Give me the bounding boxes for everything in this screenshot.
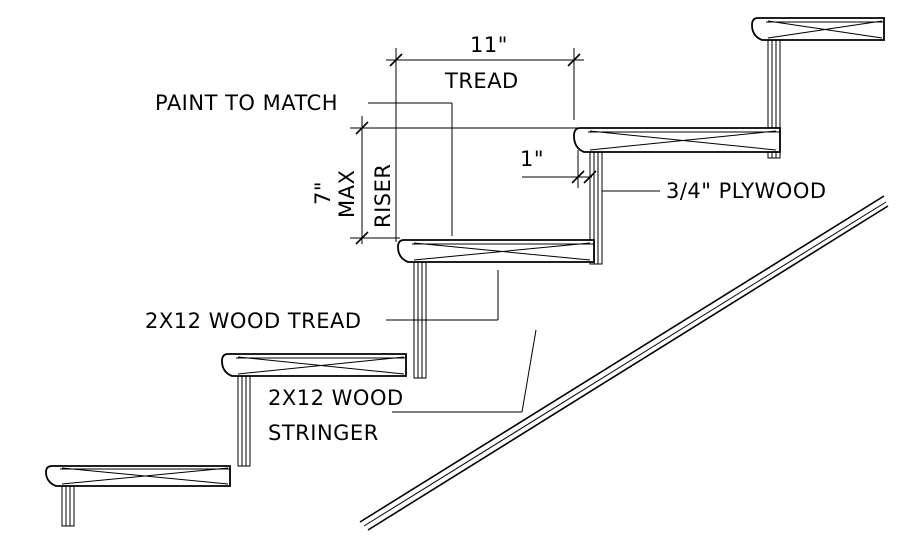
plywood-label: 3/4" PLYWOOD xyxy=(666,179,827,203)
riser-label: RISER xyxy=(371,164,395,228)
stringer-label-line2: STRINGER xyxy=(268,421,379,445)
nosing-dim-label: 1" xyxy=(520,147,544,171)
max-label: MAX xyxy=(335,170,359,218)
nosing-dimension: 1" xyxy=(520,147,597,188)
wood-tread-leader: 2X12 WOOD TREAD xyxy=(145,270,499,333)
tread-5 xyxy=(751,17,885,41)
riser-dim-label: 7" xyxy=(311,181,335,205)
tread-label: TREAD xyxy=(444,69,519,93)
tread-4 xyxy=(573,127,781,153)
plywood-leader: 3/4" PLYWOOD xyxy=(602,179,827,203)
tread-3 xyxy=(397,239,595,263)
paint-leader: PAINT TO MATCH xyxy=(155,91,453,236)
paint-label: PAINT TO MATCH xyxy=(155,91,338,115)
tread-2 xyxy=(221,353,407,377)
stringer-label-line1: 2X12 WOOD xyxy=(268,386,404,410)
stringer-leader: 2X12 WOOD STRINGER xyxy=(268,329,537,445)
stringer xyxy=(359,195,889,531)
wood-tread-label: 2X12 WOOD TREAD xyxy=(145,309,362,333)
tread-dim-label: 11" xyxy=(470,33,508,57)
tread-dimension: 11" TREAD xyxy=(386,33,584,242)
riser-dimension: 7" MAX RISER xyxy=(311,116,580,245)
tread-1 xyxy=(45,465,231,487)
